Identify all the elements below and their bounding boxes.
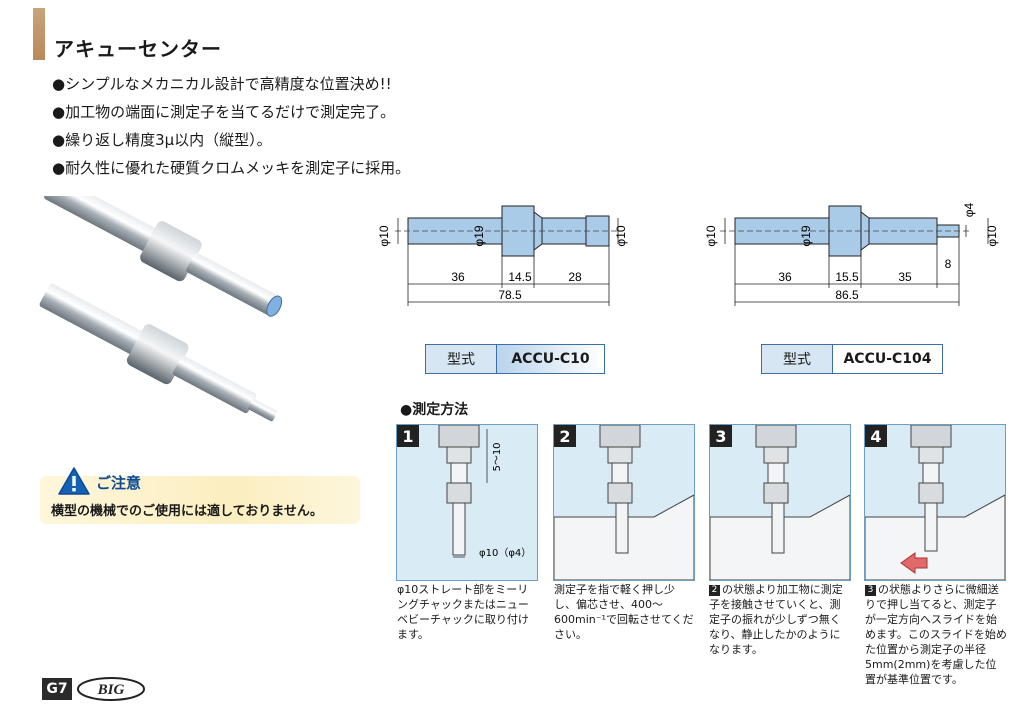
dim-label: 35 bbox=[898, 270, 912, 284]
method-title: ●測定方法 bbox=[400, 402, 469, 418]
brand-name: BIG bbox=[97, 682, 125, 698]
step-description-1: φ10ストレート部をミーリングチャックまたはニューベビーチャックに取り付けます。 bbox=[397, 583, 529, 641]
dimension-drawings: φ10 φ19 φ10 36 14.5 28 78.5 φ10 φ19 φ4 φ… bbox=[377, 202, 999, 306]
step-annotation: φ10（φ4） bbox=[479, 547, 531, 559]
caution-title: ご注意 bbox=[96, 474, 142, 492]
big-logo: BIG bbox=[77, 677, 145, 701]
dim-label: φ10 bbox=[985, 225, 999, 246]
model-value: ACCU-C104 bbox=[833, 345, 942, 373]
step-illustration: 5～10 φ10（φ4） bbox=[438, 425, 531, 559]
step-number: 2 bbox=[554, 425, 576, 447]
caution-box bbox=[40, 476, 360, 524]
step-description-text: の状態より加工物に測定子を接触させていくと、測定子の振れが少しずつ無くなり、静止… bbox=[709, 583, 843, 656]
step-illustration bbox=[554, 425, 694, 580]
dim-label: φ10 bbox=[377, 225, 391, 246]
slide-arrow-icon bbox=[900, 552, 928, 574]
model-label: 型式 bbox=[762, 345, 833, 373]
step-panel-4: 4 bbox=[864, 424, 1006, 581]
dim-label: 28 bbox=[568, 270, 582, 284]
step-ref-number: 3 bbox=[865, 584, 876, 596]
step-description-2: 測定子を指で軽く押し少し、偏芯させ、400～600min⁻¹で回転させてください… bbox=[554, 583, 694, 641]
page-title: アキューセンター bbox=[54, 37, 222, 61]
feature-item: ●シンプルなメカニカル設計で高精度な位置決め!! bbox=[52, 75, 392, 93]
dim-label: φ4 bbox=[962, 202, 976, 217]
dim-label: φ19 bbox=[472, 225, 486, 246]
step-description-text: の状態よりさらに微細送りで押し当てると、測定子が一定方向へスライドを始めます。こ… bbox=[865, 583, 1007, 686]
step-number: 4 bbox=[865, 425, 887, 447]
step-number: 3 bbox=[710, 425, 732, 447]
model-value: ACCU-C10 bbox=[497, 345, 604, 373]
dim-label: 15.5 bbox=[835, 270, 859, 284]
page-number: G7 bbox=[42, 678, 72, 700]
feature-item: ●繰り返し精度3μ以内（縦型）。 bbox=[52, 131, 272, 149]
model-table-c104: 型式 ACCU-C104 bbox=[761, 344, 943, 374]
dim-label: 36 bbox=[451, 270, 465, 284]
step-illustration bbox=[865, 425, 1005, 580]
step-annotation: 5～10 bbox=[492, 442, 503, 471]
step-panel-1: 1 5～10 φ10（φ4） bbox=[396, 424, 538, 581]
dim-label: 36 bbox=[778, 270, 792, 284]
dim-label: 86.5 bbox=[835, 288, 859, 302]
product-photo bbox=[39, 196, 283, 422]
step-ref-number: 2 bbox=[709, 584, 720, 596]
dim-label: φ10 bbox=[704, 225, 718, 246]
caution-text: 横型の機械でのご使用には適しておりません。 bbox=[51, 504, 323, 519]
dim-label: 78.5 bbox=[498, 288, 522, 302]
feature-list: ●シンプルなメカニカル設計で高精度な位置決め!! ●加工物の端面に測定子を当てる… bbox=[52, 70, 410, 182]
model-table-c10: 型式 ACCU-C10 bbox=[425, 344, 605, 374]
step-illustration bbox=[710, 425, 850, 580]
title-accent-bar bbox=[33, 8, 45, 60]
step-number: 1 bbox=[397, 425, 419, 447]
dim-label: φ10 bbox=[614, 225, 628, 246]
model-label: 型式 bbox=[426, 345, 497, 373]
warning-icon bbox=[58, 467, 90, 495]
feature-item: ●耐久性に優れた硬質クロムメッキを測定子に採用。 bbox=[52, 159, 411, 177]
dim-label: 8 bbox=[945, 257, 952, 271]
feature-item: ●加工物の端面に測定子を当てるだけで測定完了。 bbox=[52, 103, 396, 121]
step-panel-2: 2 bbox=[553, 424, 695, 581]
dim-label: φ19 bbox=[799, 225, 813, 246]
step-panel-3: 3 bbox=[709, 424, 851, 581]
dim-label: 14.5 bbox=[508, 270, 532, 284]
